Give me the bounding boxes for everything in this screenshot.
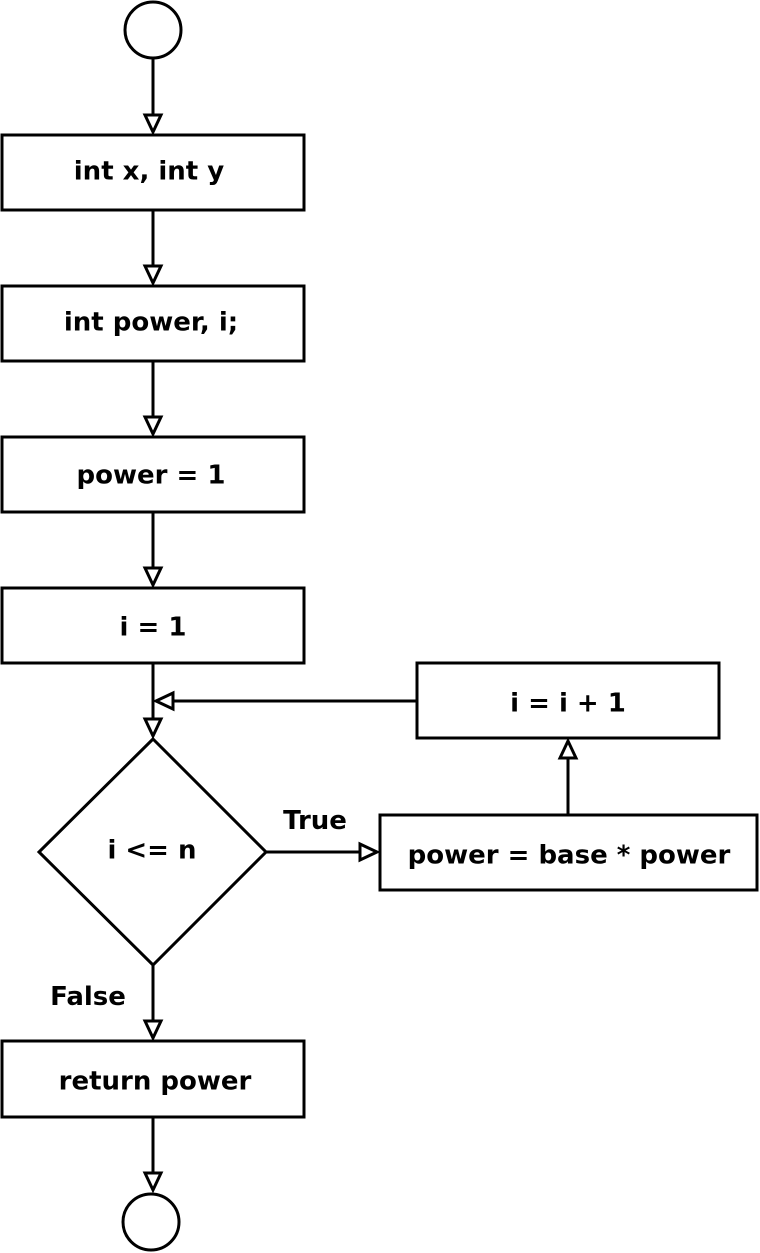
edge-declare-params-to-declare-vars (142, 210, 164, 287)
start-node (123, 0, 183, 60)
node-label-init-i: i = 1 (120, 613, 187, 643)
node-label-condition: i <= n (107, 836, 196, 866)
end-node (121, 1192, 181, 1252)
node-label-increment: i = i + 1 (510, 689, 626, 719)
edge-declare-vars-to-init-power (142, 361, 164, 438)
node-declare-params: int x, int y (0, 133, 306, 212)
node-label-return-power: return power (59, 1067, 252, 1097)
node-init-power: power = 1 (0, 435, 306, 514)
node-label-declare-vars: int power, i; (64, 308, 238, 338)
node-declare-vars: int power, i; (0, 284, 306, 363)
node-init-i: i = 1 (0, 586, 306, 665)
edge-label-true: True (283, 806, 347, 836)
edge-label-false: False (50, 982, 126, 1012)
edges: True False (50, 58, 579, 1194)
edge-init-i-to-condition (142, 663, 164, 740)
edge-return-power-to-end (142, 1117, 164, 1194)
node-multiply: power = base * power (378, 813, 759, 892)
edge-init-power-to-init-i (142, 512, 164, 589)
node-label-init-power: power = 1 (77, 461, 226, 491)
node-increment: i = i + 1 (415, 661, 721, 740)
edge-increment-to-condition (152, 690, 417, 712)
edge-condition-to-return-power: False (50, 965, 164, 1042)
node-label-multiply: power = base * power (408, 841, 731, 871)
edge-multiply-to-increment (557, 737, 579, 814)
edge-start-to-declare-params (142, 58, 164, 136)
edge-condition-to-multiply: True (266, 806, 381, 863)
node-label-declare-params: int x, int y (74, 157, 225, 187)
node-return-power: return power (0, 1039, 306, 1119)
node-condition: i <= n (36, 736, 269, 968)
